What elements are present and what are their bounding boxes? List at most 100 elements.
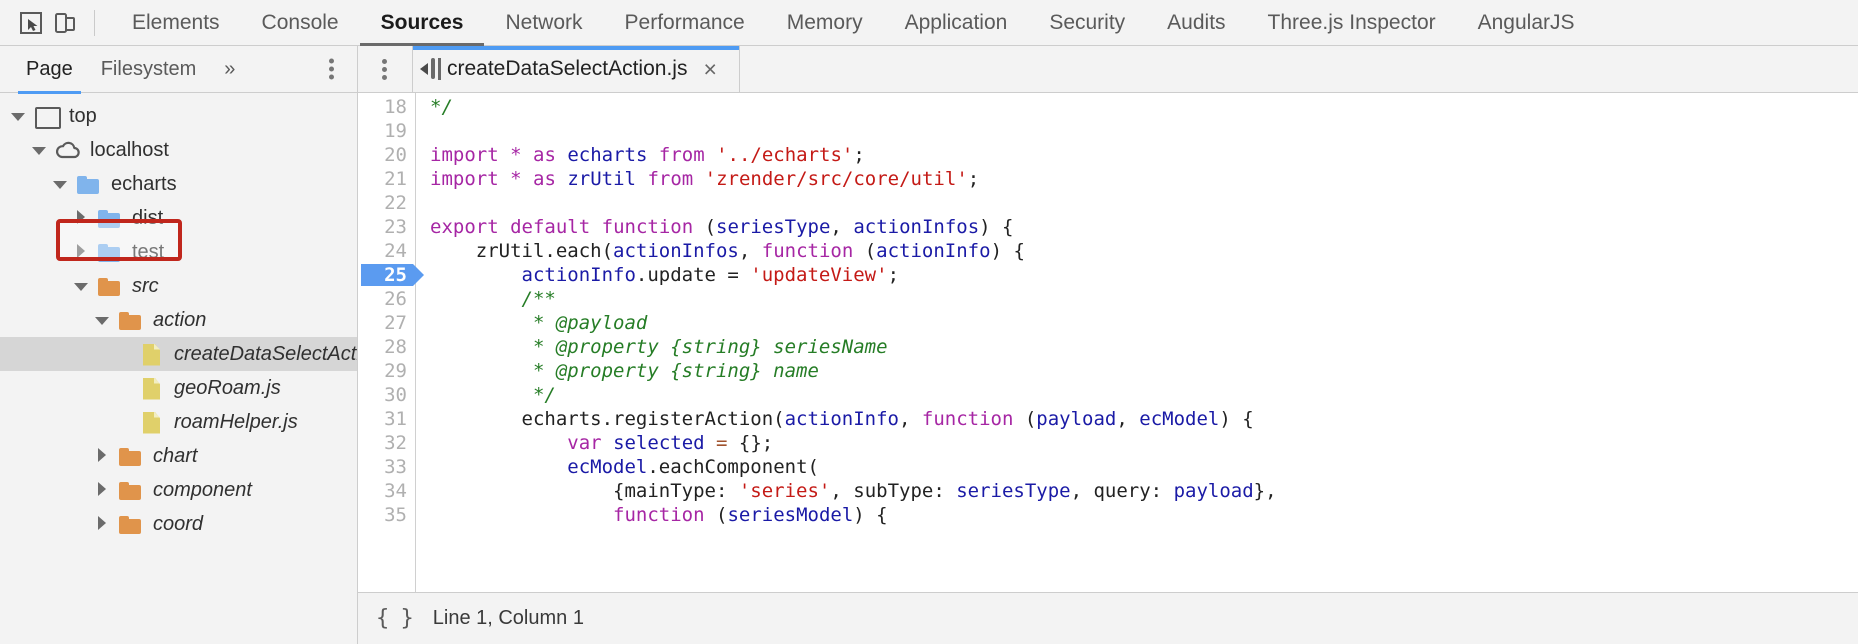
line-number[interactable]: 21	[358, 167, 415, 191]
inspect-element-icon[interactable]	[14, 6, 48, 40]
device-toolbar-icon[interactable]	[48, 6, 82, 40]
chevron-right-icon[interactable]	[94, 516, 110, 532]
tree-item-coord[interactable]: coord	[0, 507, 357, 541]
close-icon[interactable]: ×	[703, 55, 717, 82]
tab-elements[interactable]: Elements	[132, 10, 220, 34]
code-token: export	[430, 216, 499, 238]
line-number[interactable]: 19	[358, 119, 415, 143]
line-number[interactable]: 18	[358, 95, 415, 119]
tree-item-roamhelper-js[interactable]: roamHelper.js	[0, 405, 357, 439]
tree-item-createdataselectaction-js[interactable]: createDataSelectAction.js	[0, 337, 357, 371]
code-token: ;	[887, 264, 900, 286]
code-token: ,	[738, 240, 762, 262]
tree-item-chart[interactable]: chart	[0, 439, 357, 473]
code-line[interactable]: function (seriesModel) {	[430, 503, 1858, 527]
code-line[interactable]: actionInfo.update = 'updateView';	[430, 263, 1858, 287]
code-token: seriesType	[716, 216, 831, 238]
editor-tab-createdataselectaction[interactable]: createDataSelectAction.js ×	[412, 46, 740, 92]
line-number[interactable]: 32	[358, 431, 415, 455]
code-content[interactable]: */ import * as echarts from '../echarts'…	[416, 93, 1858, 592]
tab-angularjs[interactable]: AngularJS	[1477, 10, 1575, 34]
tab-memory[interactable]: Memory	[786, 10, 863, 34]
chevron-right-icon[interactable]	[73, 210, 89, 226]
code-line[interactable]: * @property {string} name	[430, 359, 1858, 383]
line-number[interactable]: 20	[358, 143, 415, 167]
code-line[interactable]: import * as echarts from '../echarts';	[430, 143, 1858, 167]
code-line[interactable]: * @property {string} seriesName	[430, 335, 1858, 359]
code-token: *	[510, 144, 522, 166]
navigator-tab-filesystem[interactable]: Filesystem	[100, 57, 197, 80]
code-line[interactable]: import * as zrUtil from 'zrender/src/cor…	[430, 167, 1858, 191]
tab-performance[interactable]: Performance	[624, 10, 745, 34]
navigator-more-tabs-icon[interactable]: »	[224, 57, 236, 80]
line-number[interactable]: 29	[358, 359, 415, 383]
code-token: ) {	[990, 240, 1025, 262]
line-number[interactable]: 34	[358, 479, 415, 503]
code-token: echarts.registerAction(	[430, 408, 785, 430]
line-number-current[interactable]: 25	[358, 263, 415, 287]
tree-item-src[interactable]: src	[0, 269, 357, 303]
chevron-down-icon[interactable]	[52, 176, 68, 192]
tab-security[interactable]: Security	[1049, 10, 1126, 34]
kebab-menu-icon[interactable]	[358, 46, 412, 92]
pretty-print-icon[interactable]: { }	[376, 606, 414, 631]
tab-audits[interactable]: Audits	[1167, 10, 1226, 34]
chevron-down-icon[interactable]	[73, 278, 89, 294]
code-token: function	[601, 216, 694, 238]
code-token: zrUtil	[567, 168, 636, 190]
code-line[interactable]: */	[430, 383, 1858, 407]
line-number[interactable]: 23	[358, 215, 415, 239]
tree-item-action[interactable]: action	[0, 303, 357, 337]
tree-item-label: dist	[132, 206, 164, 229]
code-line[interactable]: export default function (seriesType, act…	[430, 215, 1858, 239]
code-line[interactable]: var selected = {};	[430, 431, 1858, 455]
code-token: seriesType	[956, 480, 1071, 502]
tab-sources[interactable]: Sources	[359, 0, 485, 46]
tree-item-localhost[interactable]: localhost	[0, 133, 357, 167]
line-number[interactable]: 22	[358, 191, 415, 215]
code-line[interactable]: */	[430, 95, 1858, 119]
tree-item-component[interactable]: component	[0, 473, 357, 507]
line-number[interactable]: 30	[358, 383, 415, 407]
line-number[interactable]: 31	[358, 407, 415, 431]
code-line[interactable]: zrUtil.each(actionInfos, function (actio…	[430, 239, 1858, 263]
code-token: function	[761, 240, 854, 262]
code-line[interactable]: /**	[430, 287, 1858, 311]
tree-item-top[interactable]: top	[0, 99, 357, 133]
line-number[interactable]: 28	[358, 335, 415, 359]
code-line[interactable]: echarts.registerAction(actionInfo, funct…	[430, 407, 1858, 431]
code-token: ecModel	[567, 456, 648, 478]
tab-console[interactable]: Console	[261, 10, 339, 34]
line-number[interactable]: 35	[358, 503, 415, 527]
tree-item-dist[interactable]: dist	[0, 201, 357, 235]
tree-item-test[interactable]: test	[0, 235, 357, 269]
code-line[interactable]: * @payload	[430, 311, 1858, 335]
tab-application[interactable]: Application	[904, 10, 1008, 34]
navigator-tab-page[interactable]: Page	[12, 46, 87, 94]
code-token	[647, 144, 658, 166]
line-number[interactable]: 33	[358, 455, 415, 479]
kebab-menu-icon[interactable]	[329, 56, 335, 83]
code-token: 'series'	[738, 480, 831, 502]
collapse-sidebar-icon[interactable]	[431, 58, 435, 79]
line-number[interactable]: 26	[358, 287, 415, 311]
tree-item-echarts[interactable]: echarts	[0, 167, 357, 201]
chevron-down-icon[interactable]	[94, 312, 110, 328]
chevron-down-icon[interactable]	[31, 142, 47, 158]
line-number[interactable]: 27	[358, 311, 415, 335]
chevron-right-icon[interactable]	[73, 244, 89, 260]
tree-item-georoam-js[interactable]: geoRoam.js	[0, 371, 357, 405]
tab-threejs-inspector[interactable]: Three.js Inspector	[1267, 10, 1436, 34]
line-number[interactable]: 24	[358, 239, 415, 263]
code-line[interactable]	[430, 191, 1858, 215]
chevron-right-icon[interactable]	[94, 482, 110, 498]
chevron-down-icon[interactable]	[10, 108, 26, 124]
chevron-right-icon[interactable]	[94, 448, 110, 464]
code-line[interactable]: ecModel.eachComponent(	[430, 455, 1858, 479]
code-line[interactable]	[430, 119, 1858, 143]
tab-network[interactable]: Network	[505, 10, 583, 34]
code-line[interactable]: {mainType: 'series', subType: seriesType…	[430, 479, 1858, 503]
